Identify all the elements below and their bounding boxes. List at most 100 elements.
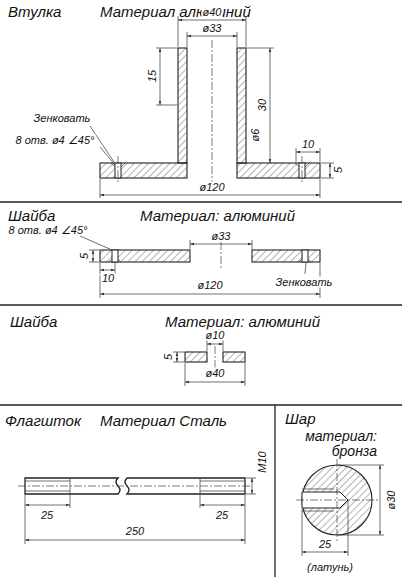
drawing-stroke: [25, 495, 245, 544]
dimension-label: 250: [125, 526, 145, 537]
drawing-stroke: [160, 48, 161, 105]
drawing-stroke: [190, 244, 252, 245]
drawing-stroke: [200, 505, 245, 506]
part-name: Втулка: [8, 4, 61, 21]
dimension-label: (латунь): [306, 562, 354, 573]
material-note: Материал: алюминий: [165, 314, 320, 331]
drawing-stroke: [178, 16, 246, 47]
dimension-label: ø120: [196, 280, 223, 291]
drawing-stroke: [207, 344, 223, 345]
dimension-label: 5: [163, 353, 174, 361]
dimension-label: ø120: [198, 182, 225, 193]
drawing-stroke: [0, 404, 402, 405]
bushing-section: [90, 16, 334, 198]
drawing-stroke: [302, 501, 348, 556]
material-note: Материал алюминий: [100, 4, 251, 21]
drawing-stroke: [0, 201, 402, 202]
drawing-stroke: [0, 304, 402, 305]
drawing-stroke: [177, 352, 178, 362]
drawing-stroke: [18, 486, 252, 487]
part-name: Шайба: [8, 208, 55, 225]
drawing-stroke: [185, 382, 245, 383]
drawing-stroke: [221, 242, 222, 270]
drawing-stroke: [302, 156, 303, 184]
drawing-stroke: [156, 48, 177, 105]
dimension-label: 10: [101, 273, 115, 284]
drawing-stroke: [246, 478, 256, 494]
drawing-stroke: [185, 352, 207, 362]
dimension-label: 15: [147, 69, 158, 83]
drawing-stroke: [173, 352, 184, 362]
drawing-stroke: [296, 148, 320, 162]
frame-lines: [0, 202, 402, 577]
drawing-stroke: [270, 48, 271, 163]
drawing-stroke: [125, 478, 245, 494]
drawing-stroke: [237, 163, 320, 178]
drawing-stroke: [118, 156, 119, 184]
dimension-label: 25: [40, 510, 54, 521]
drawing-stroke: [302, 250, 308, 262]
part-panel: Шайба Материал: алюминий: [0, 305, 402, 405]
drawing-stroke: [337, 459, 338, 541]
drawing-stroke: [302, 552, 348, 553]
drawing-stroke: [112, 250, 118, 262]
dimension-label: ø40: [202, 7, 223, 18]
dimension-label: ø10: [205, 330, 226, 341]
dimension-label: ø6: [250, 128, 261, 143]
dimension-label: 30: [257, 98, 268, 112]
drawing-stroke: [100, 270, 115, 271]
drawing-stroke: [296, 500, 378, 501]
part-name: Флагшток: [5, 413, 81, 430]
drawing-stroke: [212, 40, 213, 186]
drawing-stroke: [100, 294, 320, 295]
drawing-stroke: [100, 195, 320, 196]
washer-large-section: [80, 236, 320, 298]
dimension-label: ø33: [202, 23, 223, 34]
drawing-stroke: [296, 152, 320, 153]
drawing-stroke: [100, 250, 190, 262]
material-note: Материал: алюминий: [140, 208, 295, 225]
drawing-stroke: [380, 465, 381, 535]
drawing-stroke: [80, 236, 306, 274]
drawing-stroke: [185, 363, 245, 386]
dimension-label: 5: [333, 166, 344, 174]
part-panel: Флагшток Материал Сталь: [0, 405, 275, 577]
drawing-stroke: [330, 163, 331, 178]
drawing-stroke: [187, 36, 237, 37]
drawing-stroke: [178, 48, 187, 163]
dimension-label: 8 отв. ø4 ∠45°: [15, 135, 96, 146]
drawing-stroke: [252, 478, 253, 494]
drawing-stroke: [274, 405, 275, 577]
material-note: Материал Сталь: [100, 413, 227, 430]
drawing-stroke: [25, 505, 70, 506]
drawing-stroke: [90, 126, 115, 165]
dimension-label: Зенковать: [275, 277, 334, 288]
dimension-label: ø33: [211, 231, 232, 242]
dimension-label: 25: [318, 539, 332, 550]
flagpole-rod: [18, 478, 256, 544]
part-panel: Шарматериал: бронза: [275, 405, 402, 577]
drawing-stroke: [215, 346, 216, 368]
drawing-stroke: [223, 352, 245, 362]
drawing-stroke: [93, 250, 94, 262]
washer-small-section: [173, 340, 245, 386]
part-name: Шар: [285, 411, 316, 428]
drawing-stroke: [338, 465, 384, 535]
drawing-stroke: [252, 250, 320, 262]
drawing-stroke: [109, 259, 311, 262]
dimension-label: 8 отв. ø4 ∠45°: [8, 225, 89, 236]
drawing-stroke: [100, 179, 320, 198]
dimension-label: 5: [79, 252, 90, 260]
dimension-label: 25: [215, 510, 229, 521]
dimension-label: ø30: [386, 490, 397, 511]
drawing-stroke: [237, 48, 246, 163]
ball-section: [296, 459, 384, 556]
drawing-stroke: [89, 250, 99, 262]
drawing-stroke: [111, 163, 309, 167]
material-note: материал: бронза: [285, 429, 377, 460]
drawing-stroke: [207, 340, 223, 351]
dimension-label: Зенковать: [33, 113, 92, 124]
part-name: Шайба: [10, 314, 57, 331]
drawing-stroke: [25, 540, 245, 541]
dimension-label: M10: [257, 450, 268, 473]
